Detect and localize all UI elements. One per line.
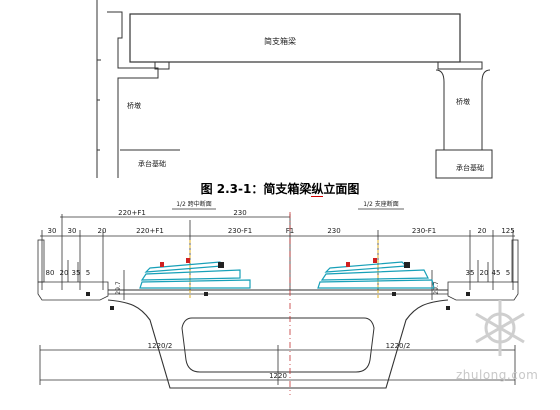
left-railing-post bbox=[67, 260, 79, 282]
dark-marker-7 bbox=[110, 306, 114, 310]
figure-caption: 图 2.3-1：简支箱梁纵立面图 bbox=[0, 180, 560, 197]
row-dim-8: 230-F1 bbox=[412, 227, 436, 235]
caption-underlined: 纵 bbox=[311, 182, 324, 197]
caption-text-end: 立面图 bbox=[323, 182, 360, 196]
top-dim-2: 230 bbox=[233, 209, 246, 217]
left-railing bbox=[37, 239, 45, 283]
right-side-dim-3: 45 bbox=[492, 269, 501, 277]
box-outer bbox=[107, 299, 449, 389]
left-rebar-3 bbox=[144, 261, 223, 273]
watermark-logo-icon bbox=[475, 300, 525, 356]
left-side-dim-4: 5 bbox=[86, 269, 90, 277]
half-width-left: 1220/2 bbox=[148, 342, 173, 350]
box-inner-cell bbox=[181, 317, 375, 373]
top-dim-1: 220+F1 bbox=[118, 209, 146, 217]
dark-marker-4 bbox=[392, 292, 396, 296]
left-rebar-1 bbox=[139, 279, 251, 289]
beam-label: 简支箱梁 bbox=[264, 36, 296, 46]
marker-4 bbox=[373, 258, 377, 263]
dark-marker-2 bbox=[204, 292, 208, 296]
total-width: 1220 bbox=[269, 372, 287, 380]
row-dim-5: 230-F1 bbox=[228, 227, 252, 235]
watermark-text: zhulong.com bbox=[456, 368, 539, 382]
elevation-view bbox=[96, 0, 493, 179]
marker-1 bbox=[160, 262, 164, 267]
right-rebar-group bbox=[317, 261, 435, 289]
right-side-dim-2: 20 bbox=[480, 269, 489, 277]
left-side-dim-2: 20 bbox=[60, 269, 69, 277]
dark-marker-8 bbox=[446, 306, 450, 310]
left-half-label: 1/2 跨中断面 bbox=[176, 200, 212, 208]
row-dim-2: 30 bbox=[68, 227, 77, 235]
dark-marker-1 bbox=[218, 262, 224, 268]
marker-3 bbox=[346, 262, 350, 267]
left-flange bbox=[37, 281, 109, 301]
left-pier-detail bbox=[97, 59, 101, 151]
right-pier-shaft bbox=[435, 69, 491, 151]
right-railing-post bbox=[477, 260, 489, 282]
right-bearing bbox=[437, 61, 483, 70]
right-half-label: 1/2 支座断面 bbox=[363, 200, 399, 208]
dark-marker-6 bbox=[466, 292, 470, 296]
left-rebar-group bbox=[139, 261, 251, 289]
red-markers bbox=[160, 258, 377, 267]
dark-markers bbox=[86, 262, 470, 310]
dim-ticks bbox=[41, 214, 514, 290]
half-width-right: 1220/2 bbox=[386, 342, 411, 350]
left-column-label: 桥墩 bbox=[127, 101, 141, 110]
right-railing bbox=[511, 239, 519, 283]
left-foundation-label: 承台基础 bbox=[138, 159, 166, 168]
marker-2 bbox=[186, 258, 190, 263]
left-side-dim-1: 80 bbox=[46, 269, 55, 277]
right-side-dim-4: 5 bbox=[506, 269, 510, 277]
right-rebar-2 bbox=[320, 269, 429, 281]
left-side-dim-3: 35 bbox=[72, 269, 81, 277]
caption-prefix: 图 2.3-1： bbox=[200, 182, 264, 196]
cross-section-lines bbox=[37, 208, 519, 389]
watermark: zhulong.com bbox=[456, 296, 546, 396]
right-foundation-label: 承台基础 bbox=[456, 163, 484, 172]
right-vertical-dim-label: 29.7 bbox=[433, 281, 440, 295]
right-rebar-3 bbox=[324, 261, 408, 273]
row-dim-10: 125 bbox=[501, 227, 514, 235]
right-side-dim-1: 35 bbox=[466, 269, 475, 277]
row-dim-4: 220+F1 bbox=[136, 227, 164, 235]
dark-marker-5 bbox=[86, 292, 90, 296]
row-dim-6: F1 bbox=[286, 227, 294, 235]
row-dim-9: 20 bbox=[478, 227, 487, 235]
bottom-ticks bbox=[39, 345, 516, 385]
row-dim-3: 20 bbox=[98, 227, 107, 235]
right-pier-base bbox=[435, 149, 493, 179]
row-dim-7: 230 bbox=[327, 227, 340, 235]
row-dim-1: 30 bbox=[48, 227, 57, 235]
left-rebar-2 bbox=[140, 269, 241, 281]
caption-text: 简支箱梁 bbox=[263, 182, 312, 196]
left-pier-cap bbox=[107, 11, 159, 178]
left-vertical-dim-label: 29.7 bbox=[115, 281, 122, 295]
right-column-label: 桥墩 bbox=[456, 97, 470, 106]
right-rebar-1 bbox=[317, 279, 435, 289]
dark-marker-3 bbox=[404, 262, 410, 268]
